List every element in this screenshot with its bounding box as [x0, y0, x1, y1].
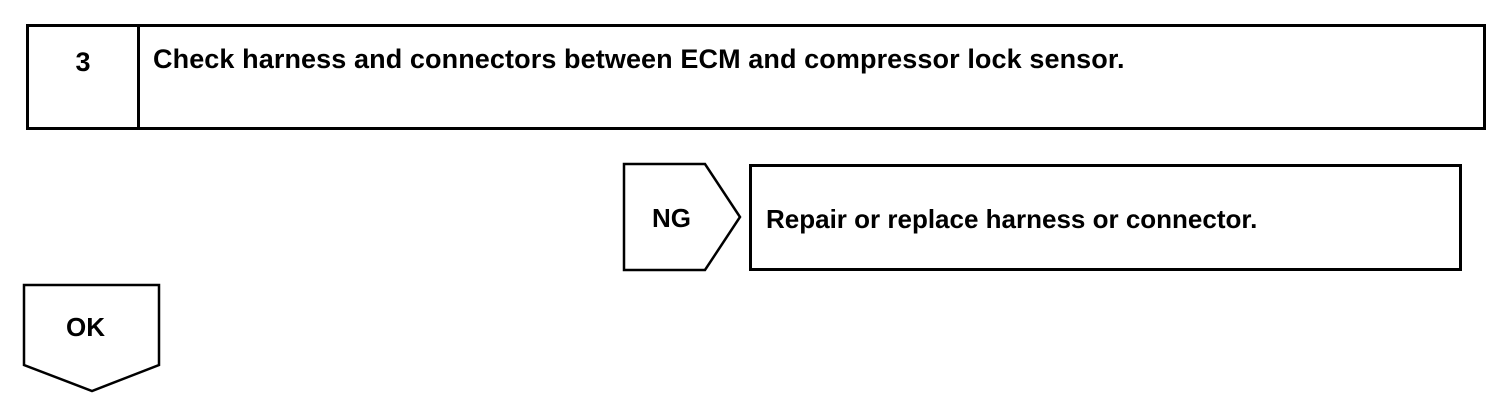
ok-arrow-shape: [22, 283, 161, 393]
step-title: Check harness and connectors between ECM…: [153, 44, 1125, 74]
ok-label: OK: [66, 312, 105, 342]
ng-arrow-shape: [622, 162, 742, 272]
step-box: 3 Check harness and connectors between E…: [26, 24, 1486, 130]
ng-action-text: Repair or replace harness or connector.: [766, 204, 1258, 234]
ng-label: NG: [652, 203, 691, 233]
ng-action-box: Repair or replace harness or connector.: [749, 164, 1462, 271]
step-number: 3: [29, 27, 140, 127]
